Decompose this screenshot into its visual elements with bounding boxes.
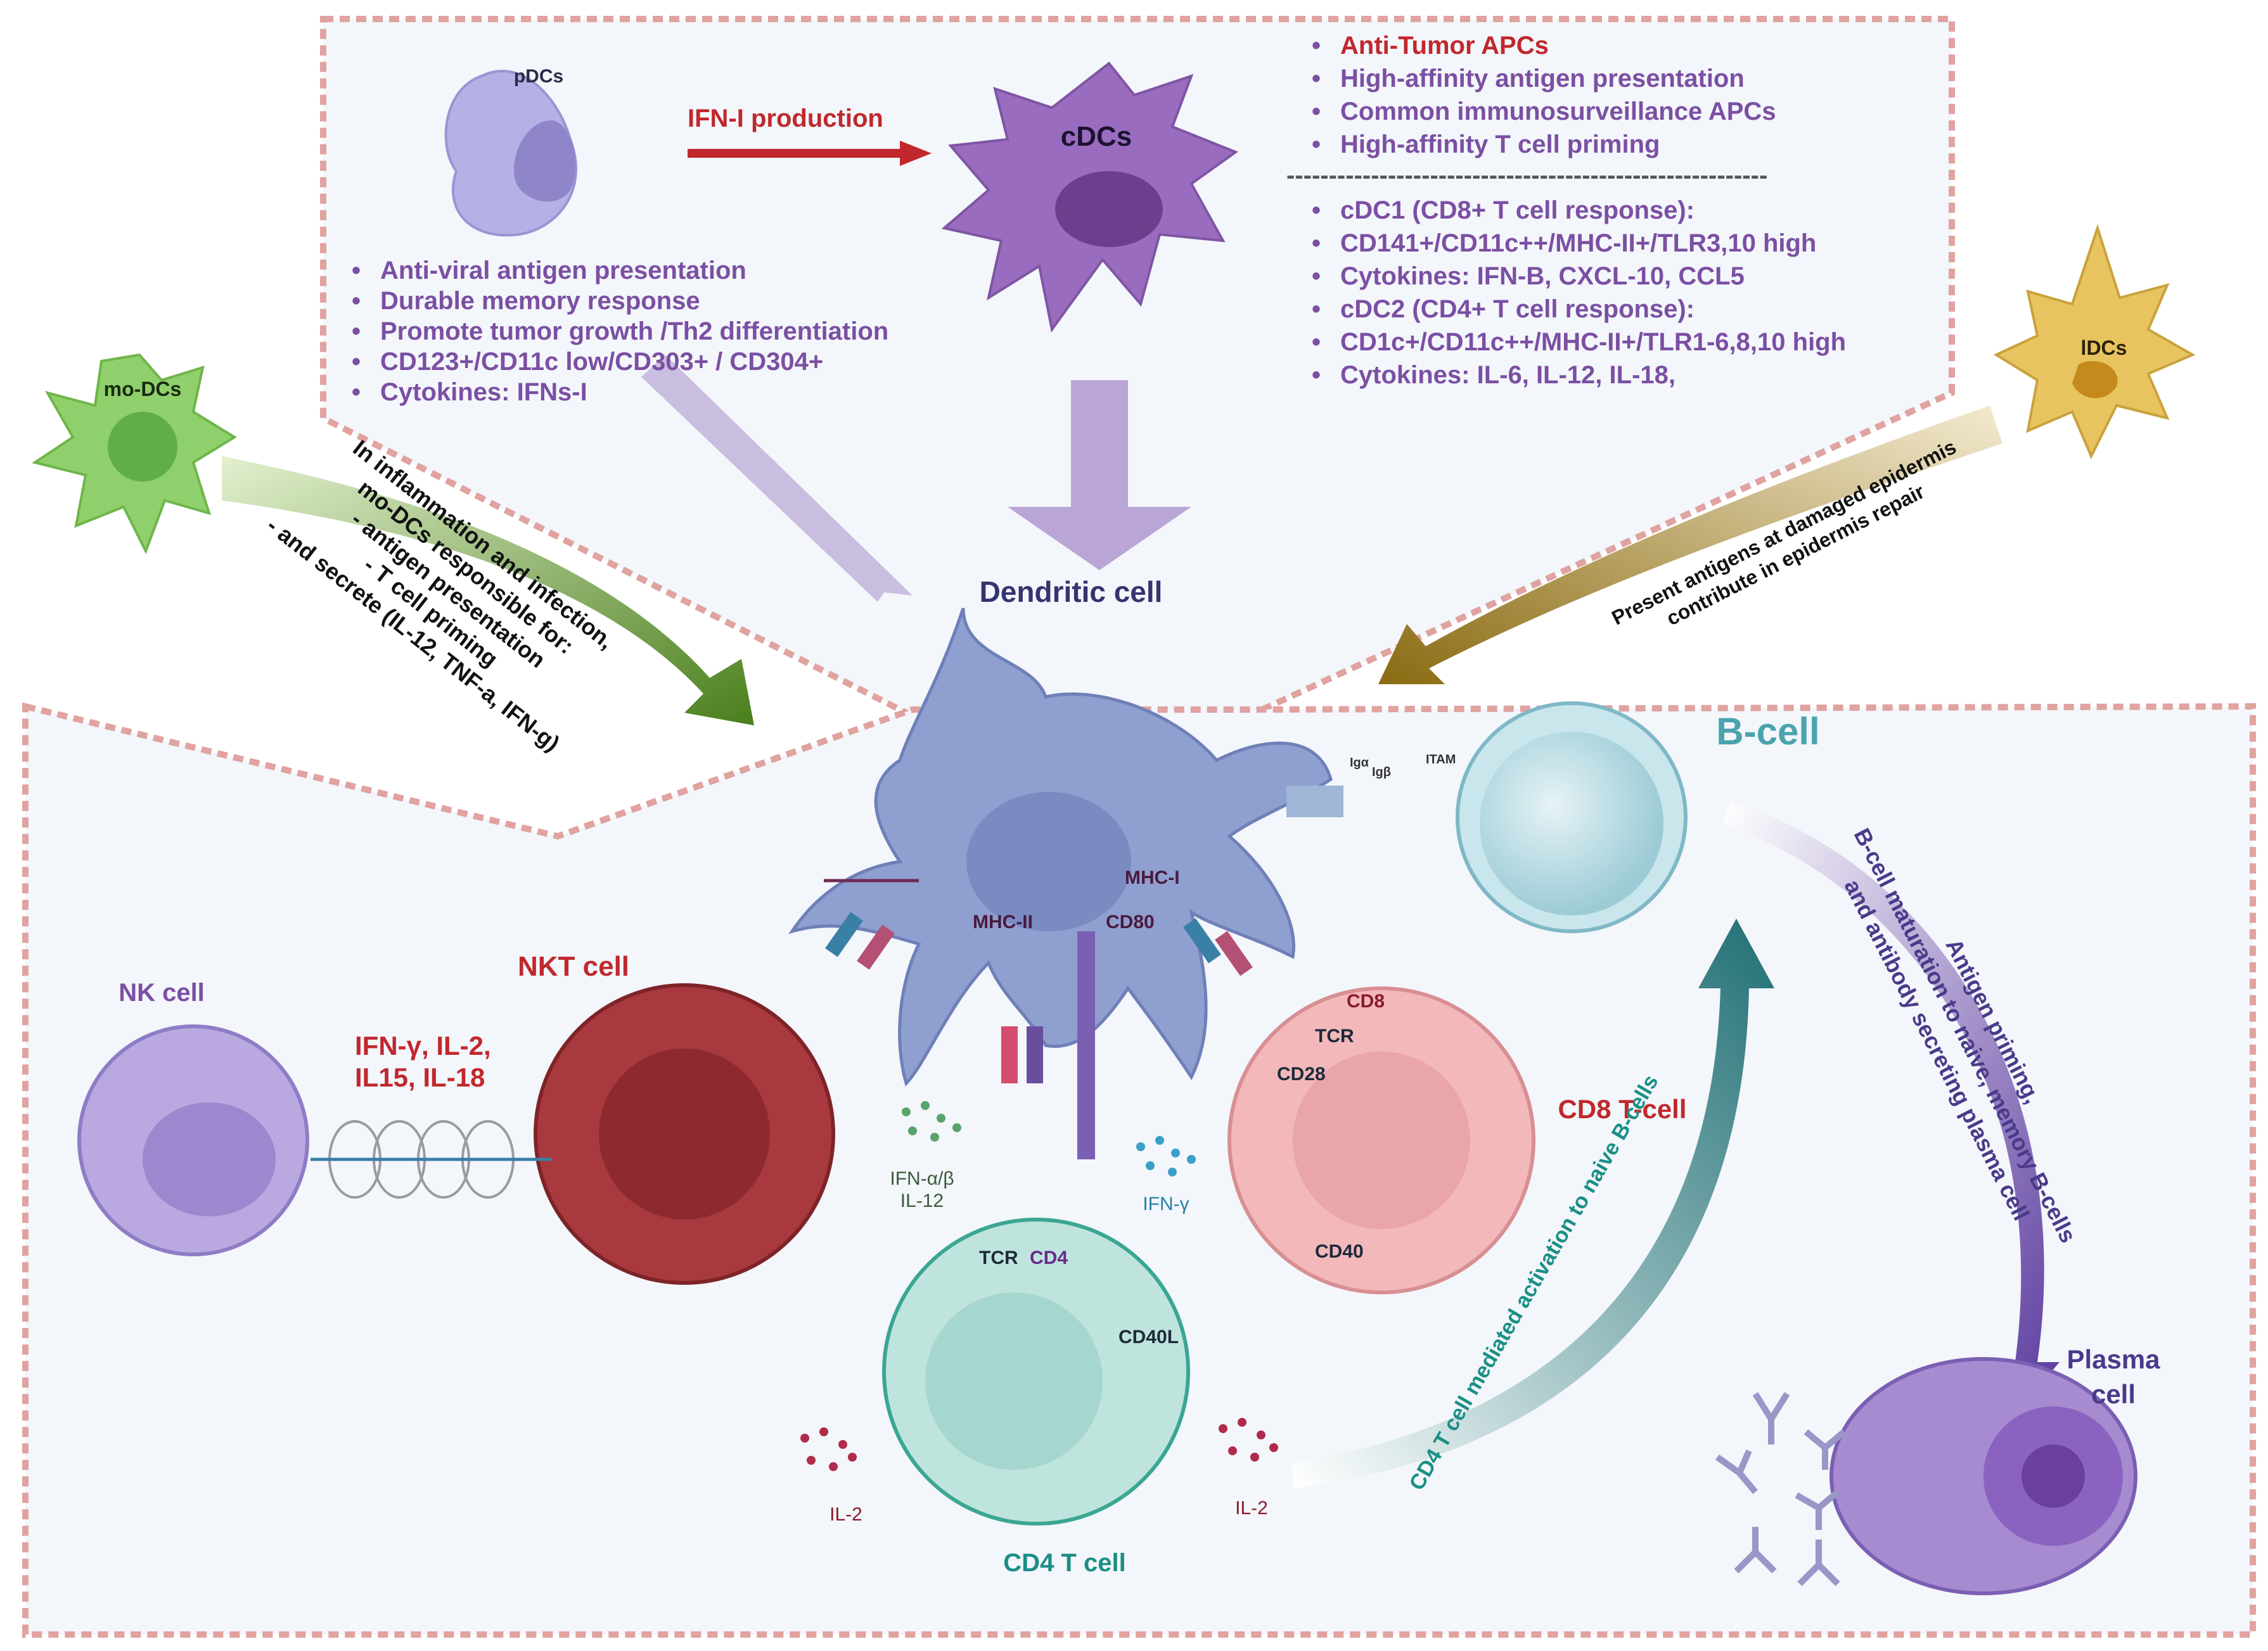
pdc-feature-item: Anti-viral antigen presentation <box>380 257 746 284</box>
ig-b-label: Igβ <box>1372 765 1391 779</box>
cd40-label: CD40 <box>1315 1241 1364 1262</box>
pdc-feature-item: Promote tumor growth /Th2 differentiatio… <box>380 317 888 345</box>
dendritic-cell: Dendritic cell <box>788 575 1333 1087</box>
mhc-ii-label: MHC-II <box>973 912 1033 933</box>
cdc-feature-item: High-affinity T cell priming <box>1340 131 1660 158</box>
il2-right-label: IL-2 <box>1235 1498 1268 1519</box>
cytokine-dots-ifn-ab <box>902 1101 961 1142</box>
il2-left-label: IL-2 <box>830 1504 862 1525</box>
cd8-cell: CD8 T-cell <box>1227 986 1687 1294</box>
pdc-bullet-dot: • <box>352 348 361 376</box>
nk-label: NK cell <box>119 979 205 1007</box>
ldc-arrow <box>1378 405 2002 684</box>
tcr-cd4-label: TCR <box>979 1247 1018 1268</box>
cdc-cell: cDCs <box>941 61 1239 333</box>
cdc-subtype-item: Cytokines: IFN-B, CXCL-10, CCL5 <box>1340 262 1745 290</box>
cdc-to-dc-arrow <box>1008 380 1191 570</box>
nkt-cytokine-line-2: IL15, IL-18 <box>355 1062 485 1092</box>
cd40l-label: CD40L <box>1118 1327 1179 1348</box>
cdc-feature-item: Common immunosurveillance APCs <box>1340 98 1776 125</box>
cdc-bullet-dot: • <box>1312 131 1321 158</box>
modc-label: mo-DCs <box>104 378 182 400</box>
cd80-label: CD80 <box>1106 912 1155 933</box>
cdc-subtype-item: CD1c+/CD11c++/MHC-II+/TLR1-6,8,10 high <box>1340 328 1846 356</box>
ifn-production-arrow <box>688 141 932 166</box>
cd8-receptor-label: CD8 <box>1347 991 1385 1012</box>
pdc-cell: pDCs <box>444 66 577 237</box>
cdc-subtype-item: CD141+/CD11c++/MHC-II+/TLR3,10 high <box>1340 229 1816 257</box>
pdc-feature-list: • Anti-viral antigen presentation • Dura… <box>352 257 888 406</box>
cd8-label: CD8 T-cell <box>1558 1094 1686 1124</box>
pdc-to-dc-arrow <box>641 355 913 602</box>
pdc-feature-item: Durable memory response <box>380 287 700 315</box>
itam-label: ITAM <box>1426 753 1456 767</box>
plasma-label-2: cell <box>2091 1379 2136 1409</box>
ifn-production-label: IFN-I production <box>688 105 883 132</box>
pdc-bullet-dot: • <box>352 257 361 284</box>
mhc-i-label: MHC-I <box>1125 867 1180 888</box>
nkt-cytokine-line-1: IFN-γ, IL-2, <box>355 1031 491 1061</box>
bottom-panel <box>22 702 2256 1638</box>
cdc-feature-item: Anti-Tumor APCs <box>1340 32 1549 60</box>
bcell-to-plasma-arrow <box>1724 801 2060 1406</box>
nkt-label: NKT cell <box>518 951 629 982</box>
cdc-bullet-dot: • <box>1312 262 1321 290</box>
cdc-feature-item: High-affinity antigen presentation <box>1340 65 1745 92</box>
cdc-bullet-dot: • <box>1312 295 1321 323</box>
cd4-to-bcell-arrow <box>1293 919 1774 1489</box>
cdc-label: cDCs <box>1061 121 1132 152</box>
ldc-cell: lDCs <box>1993 224 2196 459</box>
pdc-feature-item: Cytokines: IFNs-I <box>380 378 587 406</box>
cdc-bullet-dot: • <box>1312 328 1321 356</box>
pdc-bullet-dot: • <box>352 378 361 406</box>
cdc-bullet-dot: • <box>1312 229 1321 257</box>
cytokine-spiral-icon <box>311 1120 551 1199</box>
receptor-labels: MHC-I CD80 MHC-II TCR CD4 CD8 TCR CD28 C… <box>973 753 1456 1348</box>
cdc-subtype-item: Cytokines: IL-6, IL-12, IL-18, <box>1340 361 1675 389</box>
antibody-icon <box>1715 1392 1847 1586</box>
pdc-label: pDCs <box>514 66 563 87</box>
ifn-g-label: IFN-γ <box>1143 1194 1189 1214</box>
cdc-bullet-dot: • <box>1312 196 1321 224</box>
ldc-label: lDCs <box>2081 336 2127 359</box>
ifn-ab-label: IFN-α/β <box>890 1168 954 1189</box>
nkt-cell: NKT cell <box>518 951 835 1285</box>
pdc-feature-item: CD123+/CD11c low/CD303+ / CD304+ <box>380 348 823 376</box>
b-cell: B-cell <box>1456 701 1820 933</box>
pdc-bullet-dot: • <box>352 317 361 345</box>
tcr-cd8-label: TCR <box>1315 1026 1354 1047</box>
cdc-bullet-dot: • <box>1312 98 1321 125</box>
cdc-bullet-dot: • <box>1312 361 1321 389</box>
cdc-subtype-item: cDC2 (CD4+ T cell response): <box>1340 295 1695 323</box>
pdc-bullet-dot: • <box>352 287 361 315</box>
cytokine-dots-ifn-g <box>1136 1136 1196 1176</box>
cytokine-dots-il2-left <box>800 1427 857 1471</box>
cd4-label: CD4 T cell <box>1003 1549 1125 1577</box>
b-cell-label: B-cell <box>1716 710 1819 753</box>
receptor-icon <box>824 786 1343 1159</box>
cdc-feature-list: • Anti-Tumor APCs • High-affinity antige… <box>1286 32 1846 389</box>
cytokine-dots-il2-right <box>1219 1418 1278 1462</box>
cdc-bullet-dot: • <box>1312 32 1321 60</box>
cdc-divider: ----------------------------------------… <box>1286 162 1767 189</box>
cdc-bullet-dot: • <box>1312 65 1321 92</box>
plasma-cell: Plasma cell <box>1829 1344 2160 1595</box>
plasma-label-1: Plasma <box>2066 1344 2160 1374</box>
cd28-label: CD28 <box>1277 1064 1326 1085</box>
cdc-subtype-item: cDC1 (CD8+ T cell response): <box>1340 196 1695 224</box>
cd4-cell: CD4 T cell <box>882 1218 1190 1577</box>
modc-arrow <box>222 456 754 725</box>
nk-cell: NK cell <box>77 979 309 1256</box>
cd4-receptor-label: CD4 <box>1030 1247 1068 1268</box>
il12-label: IL-12 <box>900 1190 944 1211</box>
modc-cell: mo-DCs <box>32 353 237 554</box>
dendritic-label: Dendritic cell <box>980 575 1163 608</box>
ig-a-label: Igα <box>1350 756 1369 770</box>
